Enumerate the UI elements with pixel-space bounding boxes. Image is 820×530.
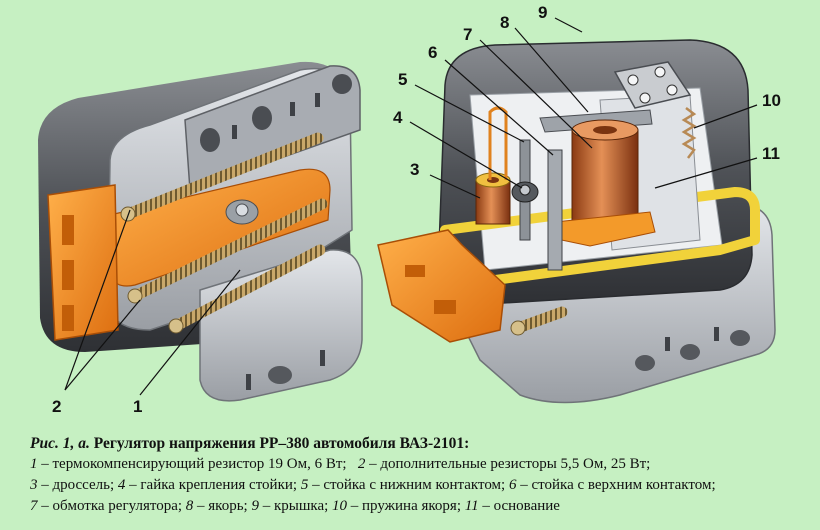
legend-text-10: – пружина якоря; xyxy=(347,498,461,514)
leader-lines xyxy=(64,17,758,396)
caption-legend-line-2: 3 – дроссель; 4 – гайка крепления стойки… xyxy=(30,475,800,496)
callout-4: 4 xyxy=(393,108,403,127)
legend-text-11: – основание xyxy=(478,498,560,514)
legend-num-7: 7 xyxy=(30,498,38,514)
callout-5: 5 xyxy=(398,70,407,89)
callout-10: 10 xyxy=(762,91,781,110)
legend-text-4: – гайка крепления стойки; xyxy=(125,477,298,493)
callout-7: 7 xyxy=(463,25,472,44)
caption-legend-line-1: 1 – термокомпенсирующий резистор 19 Ом, … xyxy=(30,454,800,475)
upper-contact-stand xyxy=(547,149,563,271)
legend-num-9: 9 xyxy=(251,498,259,514)
figure-reference: Рис. 1, а. xyxy=(30,435,90,452)
resistor-springs xyxy=(120,132,328,334)
caption-title: Регулятор напряжения РР–380 автомобиля В… xyxy=(93,435,470,452)
caption-legend-line-3: 7 – обмотка регулятора; 8 – якорь; 9 – к… xyxy=(30,496,800,517)
armature-spring xyxy=(681,107,697,159)
legend-text-3: – дроссель; xyxy=(37,477,115,493)
regulator-coil xyxy=(571,119,639,223)
legend-text-6: – стойка с верхним контактом; xyxy=(516,477,716,493)
legend-num-11: 11 xyxy=(464,498,479,514)
callout-2: 2 xyxy=(52,397,61,416)
terminal-plate xyxy=(613,61,692,109)
callout-6: 6 xyxy=(428,43,437,62)
legend-num-10: 10 xyxy=(332,498,348,514)
callout-1: 1 xyxy=(133,397,142,416)
right-regulator-unit xyxy=(377,39,776,404)
figure-caption: Рис. 1, а. Регулятор напряжения РР–380 а… xyxy=(30,433,800,517)
callout-3: 3 xyxy=(410,160,419,179)
legend-text-2: – дополнительные резисторы 5,5 Ом, 25 Вт… xyxy=(365,456,651,472)
legend-num-5: 5 xyxy=(300,477,309,493)
legend-num-6: 6 xyxy=(508,477,517,493)
legend-num-2: 2 xyxy=(357,456,366,472)
legend-num-4: 4 xyxy=(117,477,126,493)
legend-text-5: – стойка с нижним контактом; xyxy=(308,477,506,493)
left-terminal-block xyxy=(47,184,119,341)
legend-num-3: 3 xyxy=(30,477,38,493)
callout-11: 11 xyxy=(762,144,780,163)
legend-text-7: – обмотка регулятора; xyxy=(37,498,183,514)
left-regulator-unit xyxy=(38,61,363,402)
legend-num-8: 8 xyxy=(185,498,194,514)
legend-num-1: 1 xyxy=(30,456,38,472)
legend-text-1: – термокомпенсирующий резистор 19 Ом, 6 … xyxy=(37,456,347,472)
callout-8: 8 xyxy=(500,13,509,32)
regulator-illustration: 1 2 3 4 5 6 7 8 9 10 11 xyxy=(38,3,781,416)
callout-labels: 1 2 3 4 5 6 7 8 9 10 11 xyxy=(52,3,781,416)
lead-wire xyxy=(488,106,508,180)
right-terminal-block xyxy=(377,229,506,343)
choke-coil xyxy=(475,172,511,225)
callout-9: 9 xyxy=(538,3,547,22)
legend-text-9: – крышка; xyxy=(258,498,329,514)
legend-text-8: – якорь; xyxy=(193,498,248,514)
caption-title-line: Рис. 1, а. Регулятор напряжения РР–380 а… xyxy=(30,433,800,454)
